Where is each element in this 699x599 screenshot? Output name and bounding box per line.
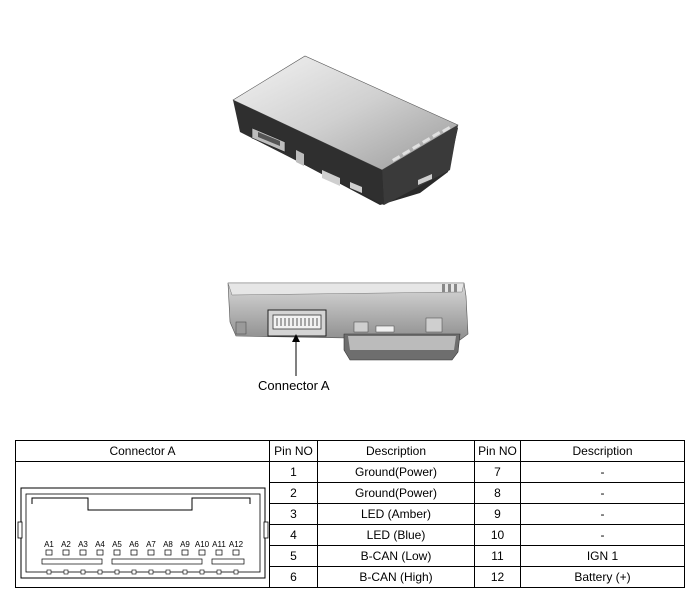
description-cell: Ground(Power) (317, 461, 475, 483)
table-row: 3 LED (Amber) 9 - (16, 503, 685, 525)
description-cell: LED (Amber) (317, 503, 475, 525)
table-row: 6 B-CAN (High) 12 Battery (+) (16, 566, 685, 588)
pin-label-a10: A10 (195, 540, 210, 549)
pin-label-a11: A11 (212, 540, 226, 549)
pin-no-cell: 8 (474, 482, 521, 504)
header-description: Description (317, 440, 475, 462)
pin-no-cell: 10 (474, 524, 521, 546)
pin-label-a8: A8 (163, 540, 173, 549)
pin-no-cell: 4 (269, 524, 318, 546)
header-description-2: Description (520, 440, 685, 462)
pin-label-a9: A9 (180, 540, 190, 549)
pin-no-cell: 12 (474, 566, 521, 588)
pin-no-cell: 11 (474, 545, 521, 567)
header-pin-no-2: Pin NO (474, 440, 521, 462)
description-cell: IGN 1 (520, 545, 685, 567)
pin-label-a5: A5 (112, 540, 122, 549)
module-side-view (227, 282, 469, 376)
module-illustration (227, 55, 469, 376)
pin-no-cell: 5 (269, 545, 318, 567)
header-pin-no: Pin NO (269, 440, 318, 462)
pin-no-cell: 1 (269, 461, 318, 483)
table-row: 2 Ground(Power) 8 - (16, 482, 685, 504)
description-cell: LED (Blue) (317, 524, 475, 546)
pin-label-a1: A1 (44, 540, 54, 549)
description-cell: - (520, 503, 685, 525)
pin-label-a7: A7 (146, 540, 156, 549)
pin-no-cell: 6 (269, 566, 318, 588)
connector-diagram-cell: A1 A2 A3 A4 A5 A6 A7 A8 A9 A10 A11 A12 (15, 461, 270, 588)
pin-no-cell: 7 (474, 461, 521, 483)
pin-label-a2: A2 (61, 540, 71, 549)
description-cell: Battery (+) (520, 566, 685, 588)
module-top-view (232, 55, 459, 205)
pin-no-cell: 9 (474, 503, 521, 525)
table-header-row: Connector A Pin NO Description Pin NO De… (15, 440, 685, 462)
description-cell: - (520, 461, 685, 483)
pin-no-cell: 2 (269, 482, 318, 504)
pin-label-a3: A3 (78, 540, 88, 549)
pin-no-cell: 3 (269, 503, 318, 525)
description-cell: B-CAN (High) (317, 566, 475, 588)
pin-label-a4: A4 (95, 540, 105, 549)
pin-table: Connector A Pin NO Description Pin NO De… (15, 440, 685, 588)
description-cell: - (520, 524, 685, 546)
connector-a-callout: Connector A (258, 378, 330, 393)
description-cell: B-CAN (Low) (317, 545, 475, 567)
description-cell: Ground(Power) (317, 482, 475, 504)
pin-label-a12: A12 (229, 540, 244, 549)
pin-label-a6: A6 (129, 540, 139, 549)
connector-a-diagram: A1 A2 A3 A4 A5 A6 A7 A8 A9 A10 A11 A12 (17, 487, 269, 578)
table-row: A1 A2 A3 A4 A5 A6 A7 A8 A9 A10 A11 A12 (15, 461, 685, 588)
description-cell: - (520, 482, 685, 504)
header-connector: Connector A (15, 440, 270, 462)
